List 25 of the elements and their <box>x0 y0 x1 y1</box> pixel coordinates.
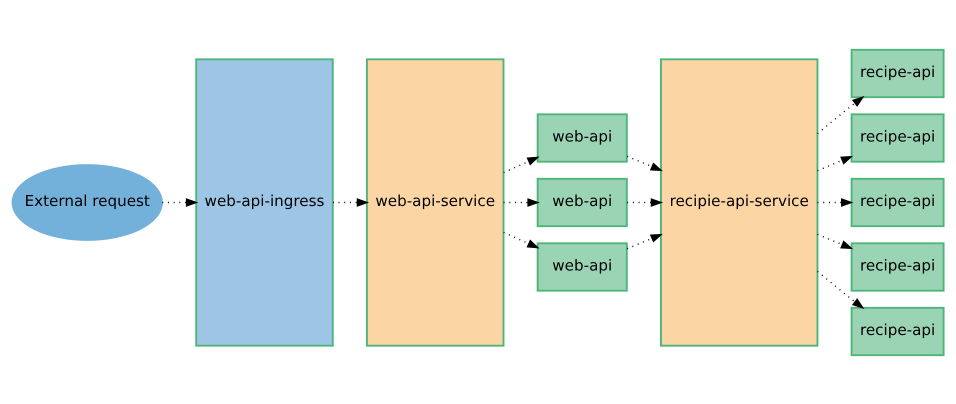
node-box: recipie-api-service <box>660 58 818 346</box>
node-box: web-api-service <box>366 58 504 346</box>
node-box: web-api <box>536 177 628 227</box>
node-box: web-api-ingress <box>195 58 334 346</box>
arrow <box>504 198 540 206</box>
node-box: recipe-api <box>850 48 945 98</box>
arrow <box>817 155 854 171</box>
node-box: recipe-api <box>850 112 945 162</box>
node-box: web-api <box>536 242 628 292</box>
arrow <box>332 198 370 206</box>
arrow <box>817 96 864 134</box>
arrow <box>817 198 854 206</box>
node-box: web-api <box>536 112 628 162</box>
arrow <box>817 270 864 308</box>
arrow <box>503 156 540 173</box>
arrow <box>503 231 540 248</box>
node-box: recipe-api <box>850 306 945 356</box>
arrow <box>162 198 198 206</box>
node-ellipse: External request <box>12 164 163 240</box>
arrow <box>626 233 663 249</box>
node-box: recipe-api <box>850 177 945 227</box>
arrow <box>626 155 663 171</box>
arrow <box>627 198 664 206</box>
node-box: recipe-api <box>850 242 945 292</box>
arrow <box>817 233 854 249</box>
